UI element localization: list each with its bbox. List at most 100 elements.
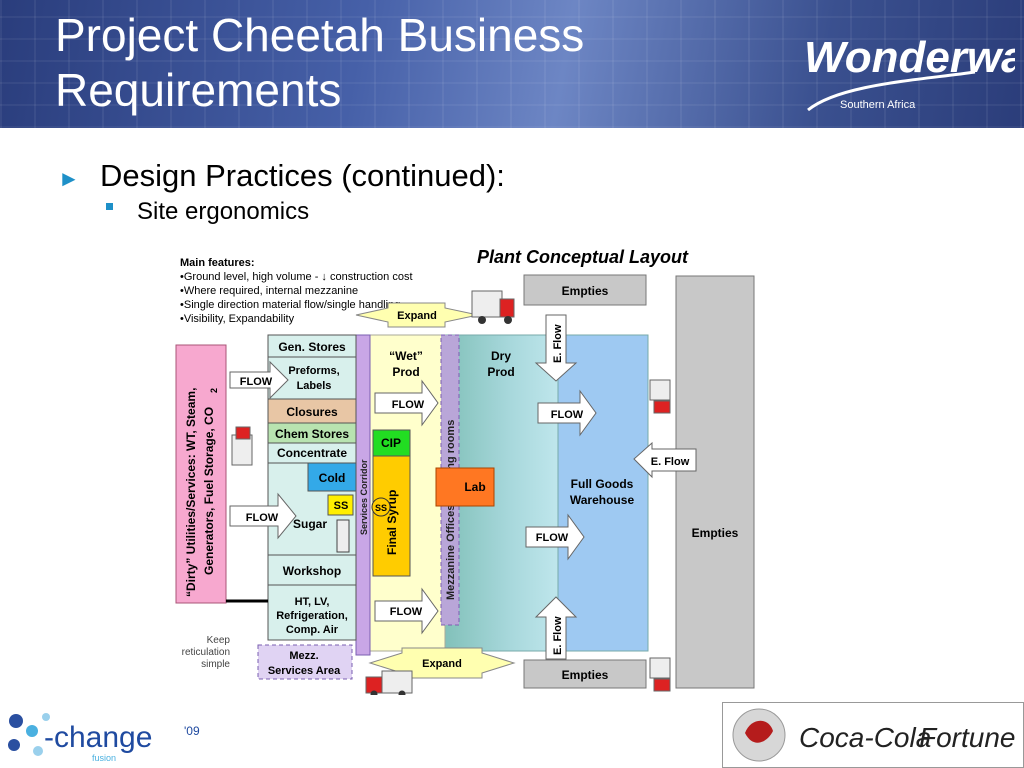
- e-flow-bottom-arrow: [534, 596, 578, 660]
- e-flow-right-label: E. Flow: [651, 456, 690, 468]
- flow-arrow-sugar: [229, 492, 297, 540]
- final-syrup-label: Final Syrup: [385, 490, 399, 555]
- ss-label: SS: [334, 500, 349, 512]
- diagram-heading: Plant Conceptual Layout: [477, 247, 689, 267]
- xchange-year: '09: [184, 724, 200, 738]
- ss-syrup-label: SS: [375, 503, 387, 513]
- features-title: Main features:: [180, 257, 255, 269]
- ht-label-1: HT, LV,: [295, 596, 330, 608]
- flow-label: FLOW: [390, 606, 423, 618]
- mezz-label-2: Services Area: [268, 665, 341, 677]
- wet-prod-label-2: Prod: [392, 365, 419, 379]
- mezzanine-offices-label: Mezzanine Offices, meeting rooms: [445, 420, 457, 600]
- sugar-silo-icon: [336, 519, 350, 553]
- lab-label: Lab: [464, 480, 485, 494]
- plant-layout-diagram: Plant Conceptual Layout Main features: •…: [175, 247, 755, 695]
- workshop-block: [267, 554, 357, 586]
- ss-syrup-marker: [371, 497, 391, 517]
- cip-block: [372, 429, 411, 457]
- services-corridor-label: Services Corridor: [359, 459, 369, 535]
- chem-stores-label: Chem Stores: [275, 427, 349, 441]
- expand-top-label: Expand: [397, 310, 437, 322]
- feature-item: •Single direction material flow/single h…: [180, 299, 400, 311]
- truck-icon: [365, 670, 413, 695]
- concentrate-label: Concentrate: [277, 446, 347, 460]
- slide-title: Project Cheetah Business Requirements: [55, 8, 735, 118]
- wet-prod-label-1: “Wet”: [389, 349, 423, 363]
- e-flow-bottom-label: E. Flow: [552, 616, 564, 655]
- dry-prod-label-1: Dry: [491, 349, 511, 363]
- utilities-label-1: “Dirty” Utilities/Services: WT, Steam,: [184, 388, 198, 597]
- warehouse-zone: [557, 334, 649, 652]
- flow-arrow-dry: [537, 389, 597, 437]
- empties-right-zone: [675, 275, 755, 689]
- title-line-2: Requirements: [55, 64, 342, 116]
- bullet-arrow-icon: ►: [58, 166, 80, 191]
- empties-bottom-zone: [523, 659, 647, 689]
- workshop-label: Workshop: [283, 564, 341, 578]
- sugar-label: Sugar: [293, 517, 327, 531]
- utilities-zone: [175, 344, 227, 604]
- bullet-square-icon: [106, 203, 113, 210]
- truck-icon: [649, 379, 671, 414]
- feature-item: •Where required, internal mezzanine: [180, 285, 358, 297]
- cocacola-fortune-logo: Coca-Cola Fortune: [722, 702, 1024, 768]
- xchange-logo: -change '09 fusion: [8, 713, 200, 763]
- bullet-level-1: Design Practices (continued):: [100, 158, 505, 193]
- warehouse-label-2: Warehouse: [570, 493, 635, 507]
- warehouse-label-1: Full Goods: [571, 477, 634, 491]
- feature-item: •Ground level, high volume - ↓ construct…: [180, 271, 413, 283]
- dry-prod-label-2: Prod: [487, 365, 514, 379]
- ht-label-2: Refrigeration,: [276, 610, 348, 622]
- flow-label: FLOW: [246, 512, 279, 524]
- flow-arrow-wet-lower: [374, 587, 439, 635]
- truck-icon: [471, 290, 515, 324]
- cip-label: CIP: [381, 436, 401, 450]
- flow-arrow-warehouse: [525, 513, 585, 561]
- flow-arrow-wet: [374, 379, 439, 427]
- wonderware-wordmark: Wonderware: [804, 33, 1015, 82]
- flow-arrow-preforms: [229, 360, 289, 400]
- keep-label-1: Keep: [207, 635, 231, 646]
- gen-stores-label: Gen. Stores: [278, 340, 346, 354]
- cocacola-wordmark: Coca-Cola: [799, 722, 931, 753]
- flow-label: FLOW: [551, 409, 584, 421]
- preforms-label-1: Preforms,: [288, 365, 339, 377]
- truck-icon: [649, 657, 671, 692]
- fortune-wordmark: Fortune: [919, 722, 1016, 753]
- cold-label: Cold: [319, 471, 346, 485]
- title-banner: Project Cheetah Business Requirements Wo…: [0, 0, 1024, 128]
- wonderware-logo: Wonderware Southern Africa: [804, 33, 1015, 112]
- closures-block: [267, 398, 357, 424]
- ht-lv-block: [267, 584, 357, 641]
- expand-bottom-label: Expand: [422, 658, 462, 670]
- lab-block: [435, 467, 495, 507]
- title-line-1: Project Cheetah Business: [55, 9, 585, 61]
- xchange-wordmark: -change: [44, 721, 152, 754]
- keep-label-3: simple: [201, 659, 230, 670]
- utilities-label-2: Generators, Fuel Storage, CO: [202, 407, 216, 575]
- bullet-level-2: Site ergonomics: [137, 198, 310, 225]
- flow-label: FLOW: [240, 376, 273, 388]
- flow-label: FLOW: [392, 399, 425, 411]
- mezz-label-1: Mezz.: [289, 650, 318, 662]
- e-flow-top-label: E. Flow: [552, 324, 564, 363]
- keep-label-2: reticulation: [182, 647, 230, 658]
- utilities-co2-subscript: 2: [209, 388, 219, 393]
- e-flow-top-arrow: [534, 314, 578, 382]
- xchange-subtitle: fusion: [92, 753, 116, 763]
- empties-bottom-label: Empties: [562, 668, 609, 682]
- ss-block: [327, 494, 354, 516]
- preforms-label-2: Labels: [297, 380, 332, 392]
- flow-label: FLOW: [536, 532, 569, 544]
- empties-right-label: Empties: [692, 526, 739, 540]
- feature-item: •Visibility, Expandability: [180, 313, 295, 325]
- cold-block: [307, 462, 357, 492]
- wonderware-subtitle: Southern Africa: [840, 99, 916, 111]
- e-flow-right-arrow: [633, 441, 697, 479]
- ht-label-3: Comp. Air: [286, 624, 339, 636]
- empties-top-label: Empties: [562, 284, 609, 298]
- empties-top-zone: [523, 274, 647, 306]
- closures-label: Closures: [286, 405, 338, 419]
- truck-icon: [231, 426, 253, 466]
